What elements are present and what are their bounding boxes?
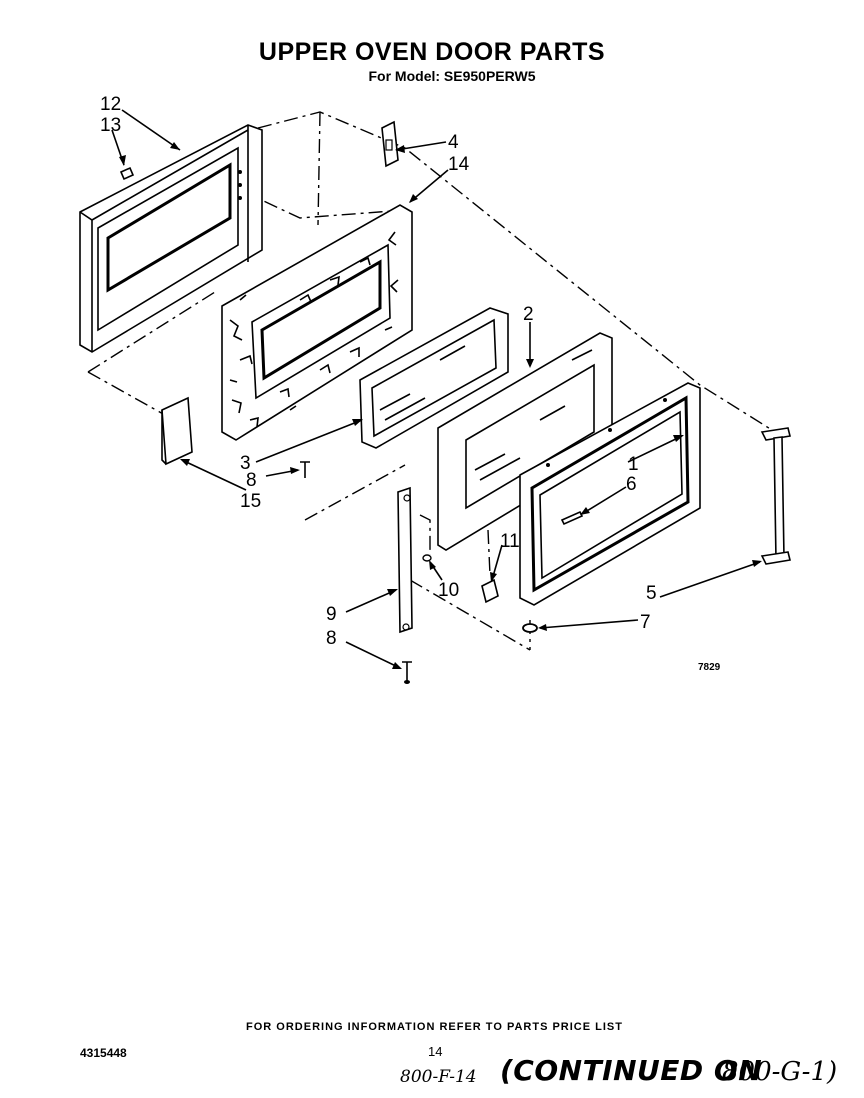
callout-4: 4 [448,132,459,153]
inner-door-panel [79,124,263,353]
callout-3: 3 [240,453,251,474]
figure-code: 7829 [698,662,721,673]
continued-reference: 800-G-1) [722,1057,838,1087]
side-bracket [161,396,193,466]
door-handle [760,427,791,565]
callout-11: 11 [500,531,520,552]
clip-part [119,166,135,181]
callout-2: 2 [523,304,534,325]
outer-door-frame [519,382,701,606]
callout-8-upper: 8 [246,470,257,491]
callout-7: 7 [640,612,651,633]
insulation-pad [221,204,413,441]
callout-12: 12 [100,94,121,115]
screw-upper [300,461,310,478]
door-bumper [522,623,538,633]
leader-lines [111,109,762,669]
hinge-arm [397,486,413,634]
washer-part [422,554,432,562]
callout-numbers: 12 13 4 14 2 3 8 15 1 6 11 10 9 8 5 7 78… [100,94,721,673]
callout-13: 13 [100,115,121,136]
door-spring [560,510,584,526]
handwritten-reference: 800-F-14 [400,1067,477,1087]
page-number: 14 [428,1044,443,1059]
callout-10: 10 [438,580,459,601]
exploded-parts-diagram: 12 13 4 14 2 3 8 15 1 6 11 10 9 8 5 7 78… [79,94,791,684]
model-subtitle: For Model: SE950PERW5 [368,68,536,84]
callout-1: 1 [628,454,639,475]
glass-pack [359,307,509,449]
page-title: UPPER OVEN DOOR PARTS [258,38,606,66]
screw-lower [402,661,412,684]
continued-note: (CONTINUED ON [500,1054,763,1087]
callout-6: 6 [626,474,637,495]
callout-8-lower: 8 [326,628,337,649]
callout-5: 5 [646,583,657,604]
latch-bracket [381,120,399,168]
hinge-block [481,578,499,604]
callout-14: 14 [448,154,470,175]
door-glass [437,332,613,551]
document-number: 4315448 [80,1046,127,1060]
ordering-note: FOR ORDERING INFORMATION REFER TO PARTS … [246,1021,623,1033]
callout-9: 9 [326,604,337,625]
callout-15: 15 [240,491,261,512]
